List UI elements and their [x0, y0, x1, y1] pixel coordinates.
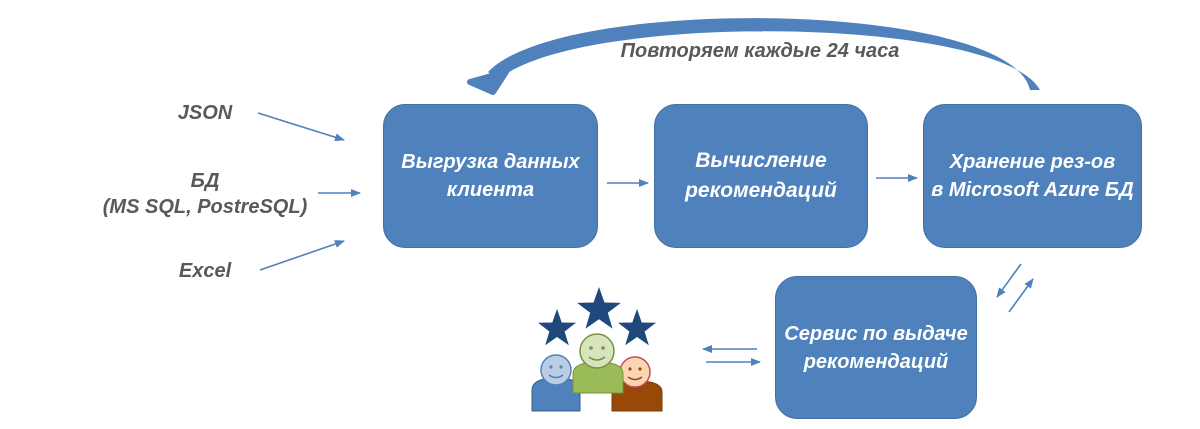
source-db-subtitle: (MS SQL, PostreSQL) [102, 196, 308, 218]
storage-label: Хранение рез-ов в Microsoft Azure БД [931, 151, 1134, 201]
json-arrow [257, 112, 345, 142]
star-icon [577, 287, 621, 329]
source-excel: Excel [178, 260, 232, 282]
source-json: JSON [177, 102, 233, 124]
recommendation-service-label: Сервис по выдаче рекомендаций [784, 322, 968, 373]
recommendation-service-box: Сервис по выдаче рекомендаций [775, 276, 977, 419]
storage-to-service-arrow [996, 263, 1022, 298]
compute-recommendations-box: Вычисление рекомендаций [654, 104, 868, 248]
compute-recommendations-label: Вычисление рекомендаций [685, 149, 837, 202]
storage-box: Хранение рез-ов в Microsoft Azure БД [923, 104, 1142, 248]
export-data-label: Выгрузка данных клиента [401, 151, 580, 201]
star-icon [538, 309, 576, 346]
source-db-title: БД [190, 170, 220, 192]
export-data-box: Выгрузка данных клиента [383, 104, 598, 248]
excel-arrow [259, 240, 345, 271]
loop-label: Повторяем каждые 24 часа [620, 40, 900, 62]
service-to-storage-arrow [1008, 278, 1034, 313]
source-db: БД (MS SQL, PostreSQL) [85, 168, 325, 220]
loop-arrow [467, 18, 1040, 95]
star-icon [618, 309, 656, 346]
users-group-icon [531, 333, 663, 412]
